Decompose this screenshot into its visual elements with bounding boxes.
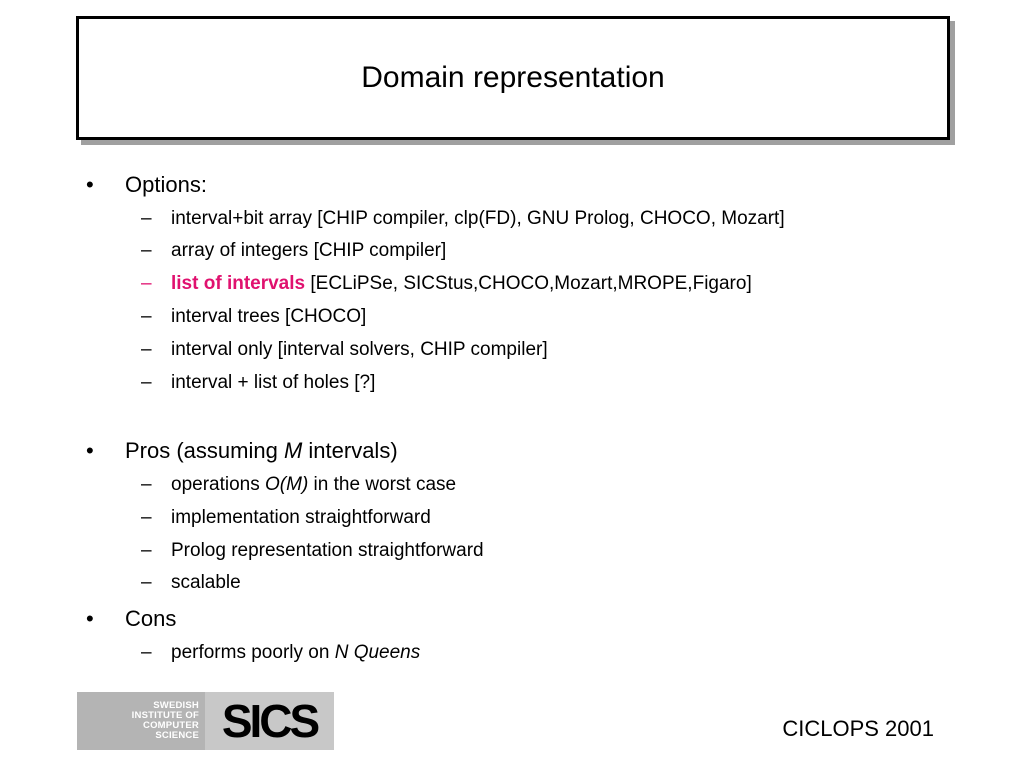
item-text: array of integers [CHIP compiler] [171, 240, 447, 261]
item-text: operations O(M) in the worst case [171, 474, 456, 496]
item-text: interval trees [CHOCO] [171, 306, 367, 327]
italic-text: M [283, 438, 303, 463]
dash-marker: – [141, 642, 152, 663]
dash-marker: – [141, 208, 152, 229]
italic-text: O(M) [265, 474, 309, 495]
item-text: implementation straightforward [171, 507, 431, 528]
item-text: interval + list of holes [?] [171, 372, 376, 393]
item-text: interval+bit array [CHIP compiler, clp(F… [171, 208, 785, 229]
text-part: operations [171, 474, 266, 495]
bullet-text: Options: [125, 172, 207, 197]
sics-logo: SWEDISH INSTITUTE OF COMPUTER SCIENCE SI… [77, 692, 334, 750]
bullet-text: Cons [125, 606, 177, 631]
bullet-marker: • [86, 172, 94, 197]
text-part: intervals) [302, 438, 398, 463]
logo-mark: SICS [205, 692, 334, 750]
bullet-marker: • [86, 438, 94, 463]
logo-line: SWEDISH [153, 700, 199, 711]
title-box: Domain representation [76, 16, 950, 140]
item-text: list of intervals [ECLiPSe, SICStus,CHOC… [171, 273, 752, 295]
dash-marker: – [141, 507, 152, 528]
logo-line: SCIENCE [155, 730, 199, 741]
dash-marker: – [141, 306, 152, 327]
dash-marker: – [141, 474, 152, 495]
highlight-text: list of intervals [171, 273, 306, 294]
text-part: in the worst case [308, 474, 457, 495]
logo-line: INSTITUTE OF [131, 710, 199, 721]
page-title: Domain representation [361, 61, 665, 94]
item-text-rest: [ECLiPSe, SICStus,CHOCO,Mozart,MROPE,Fig… [305, 273, 752, 294]
dash-marker: – [141, 540, 152, 561]
dash-marker: – [141, 572, 152, 593]
item-text: interval only [interval solvers, CHIP co… [171, 339, 548, 360]
dash-marker: – [141, 372, 152, 393]
bullet-marker: • [86, 606, 94, 631]
text-part: performs poorly on [171, 642, 335, 663]
bullet-text: Pros (assuming M intervals) [125, 438, 398, 464]
dash-marker: – [141, 273, 152, 294]
text-part: Pros (assuming [125, 438, 284, 463]
dash-marker: – [141, 339, 152, 360]
item-text: performs poorly on N Queens [171, 642, 420, 664]
footer-text: CICLOPS 2001 [782, 716, 934, 741]
logo-institute-name: SWEDISH INSTITUTE OF COMPUTER SCIENCE [77, 692, 205, 750]
item-text: Prolog representation straightforward [171, 540, 484, 561]
italic-text: N Queens [334, 642, 421, 663]
dash-marker: – [141, 240, 152, 261]
logo-line: COMPUTER [143, 720, 199, 731]
item-text: scalable [171, 572, 241, 593]
